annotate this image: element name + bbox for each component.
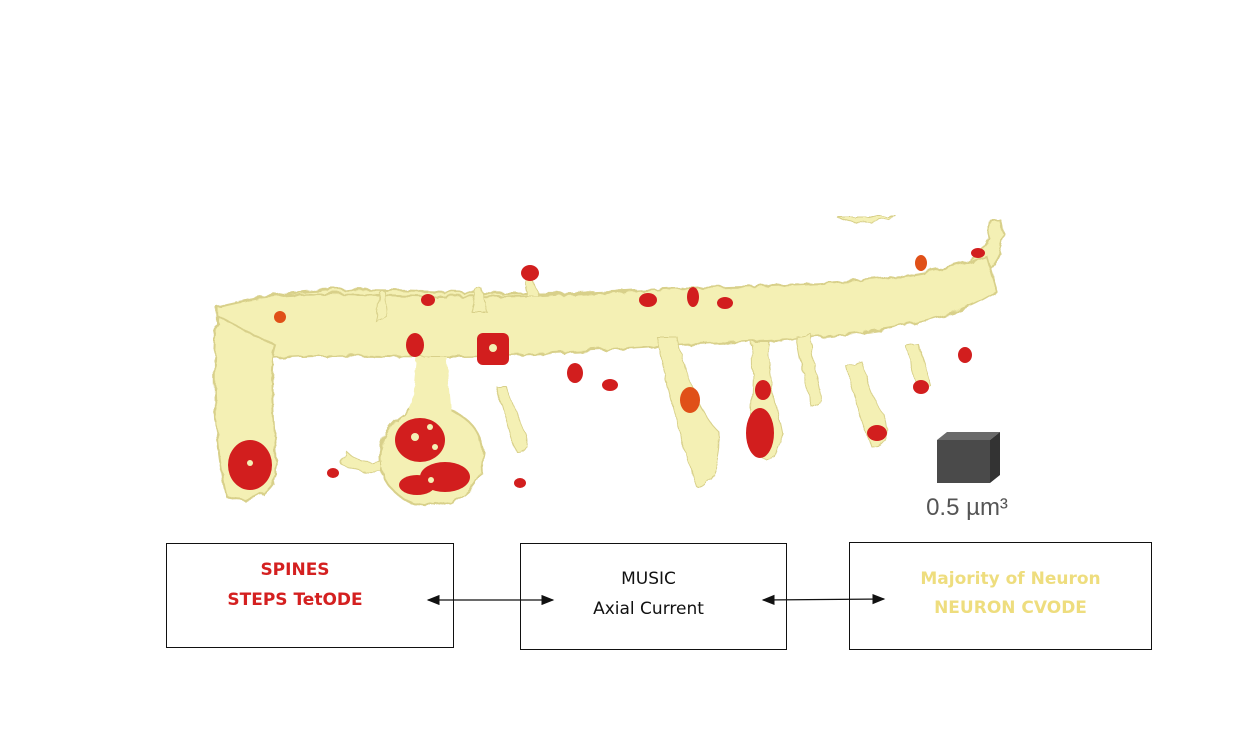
dendrite-image: 0.5 µm³	[212, 215, 1008, 521]
neuron-box: Majority of Neuron NEURON CVODE	[849, 542, 1152, 650]
steps-tetode-label: STEPS TetODE	[227, 590, 363, 610]
spine-highlights	[247, 344, 497, 483]
music-box: MUSIC Axial Current	[520, 543, 787, 650]
arrow-music-neuron	[761, 593, 886, 606]
music-label: MUSIC	[621, 569, 676, 589]
scale-cube	[937, 432, 1000, 483]
neuron-cvode-label: NEURON CVODE	[934, 598, 1087, 618]
scale-label: 0.5 µm³	[926, 494, 1008, 521]
spines-box: SPINES STEPS TetODE	[166, 543, 454, 648]
spines-label: SPINES	[260, 560, 330, 580]
majority-of-neuron-label: Majority of Neuron	[920, 569, 1101, 589]
axial-current-label: Axial Current	[593, 599, 704, 619]
